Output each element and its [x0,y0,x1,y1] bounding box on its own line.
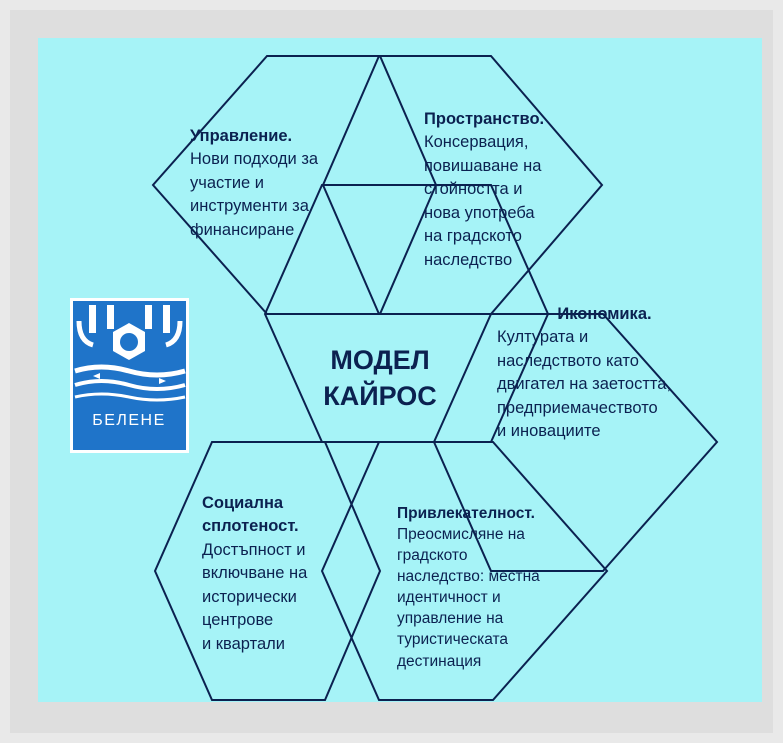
hex-social [153,441,382,701]
hex-title: Управление. [190,127,293,145]
hex-title: Пространство. [424,110,545,128]
center-title: МОДЕЛ КАЙРОС [323,345,437,411]
hex-title: Икономика. [557,305,652,323]
hex-body: Нови подходи за участие и инструменти за… [190,150,319,239]
hex-body: Достъпност и включване на исторически це… [202,540,308,653]
hex-social-text: Социална сплотеност. Достъпност и включв… [202,492,307,656]
hex-body: Преосмисляне на градското наследство: ме… [397,526,540,670]
hex-attractiveness-text: Привлекателност. Преосмисляне на градско… [397,503,540,672]
logo-text: БЕЛЕНЕ [92,412,166,429]
belene-logo: БЕЛЕНЕ [70,298,189,453]
belene-emblem-icon: БЕЛЕНЕ [73,301,186,450]
hex-title: Привлекателност. [397,505,535,522]
hex-body: Културата и наследството като двигател н… [497,328,672,441]
hex-title: Социална сплотеност. [202,494,299,536]
hex-economy-text: Икономика. Културата и наследството като… [497,303,712,444]
hex-governance-text: Управление. Нови подходи за участие и ин… [190,125,318,242]
hex-space-text: Пространство. Консервация, повишаване на… [424,108,544,272]
hex-body: Консервация, повишаване на стойността и … [424,133,542,269]
hex-attractiveness [320,441,609,701]
